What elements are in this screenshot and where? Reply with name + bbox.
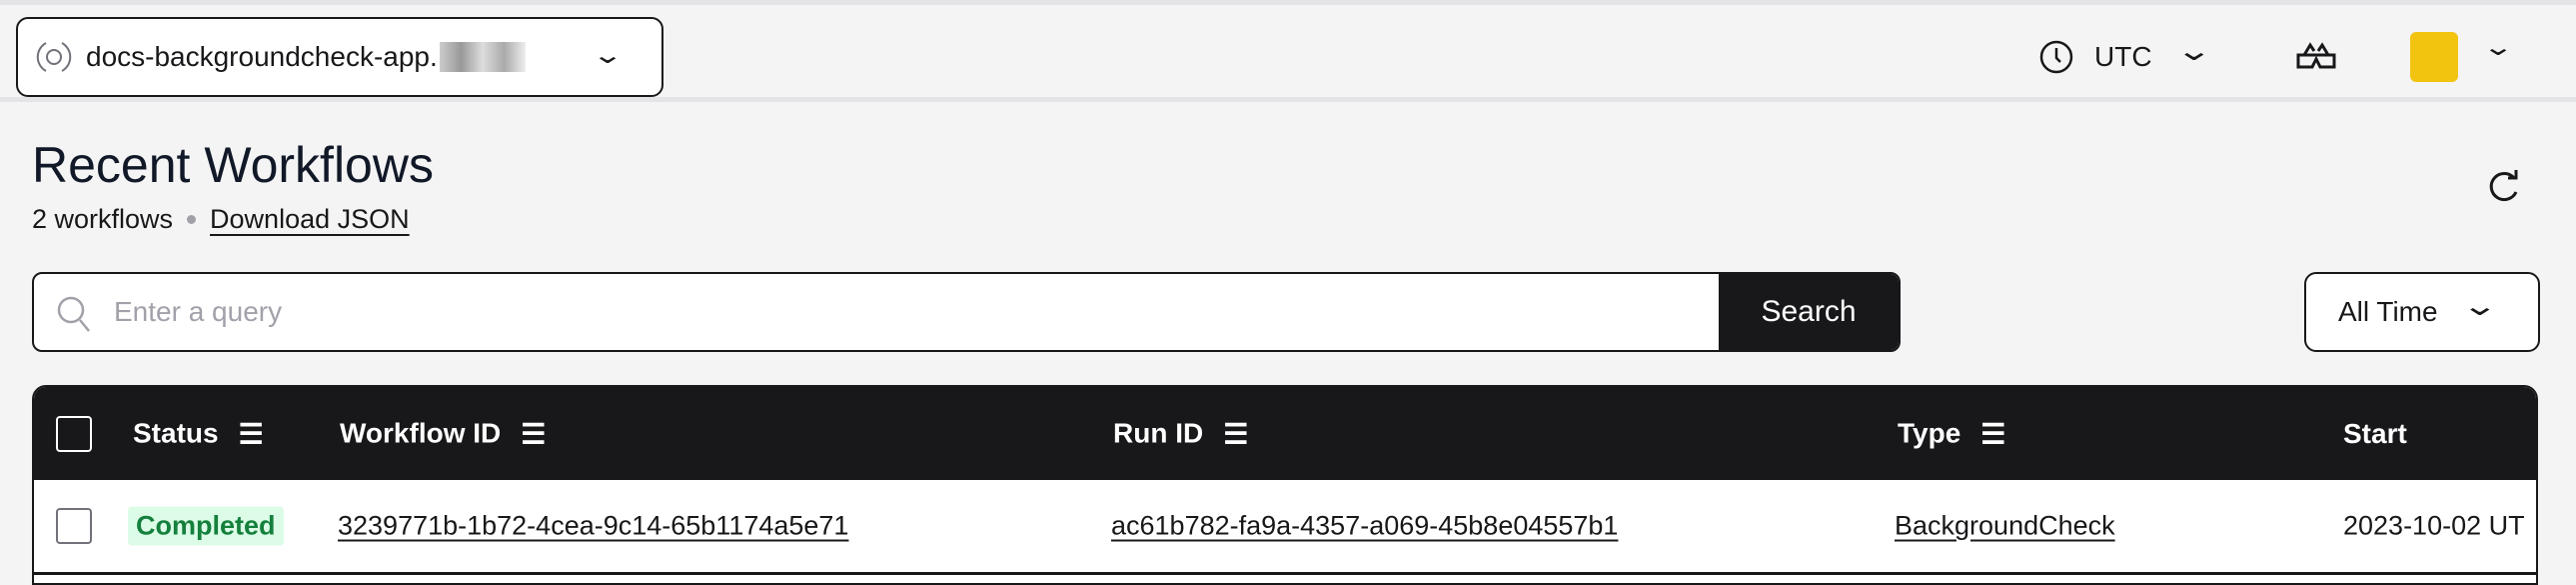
top-bar: docs-backgroundcheck-app. ⌄ UTC ⌄ ⌄ (0, 0, 2576, 102)
filter-icon[interactable]: ☰ (1223, 418, 1249, 449)
workflow-count: 2 workflows (32, 204, 174, 234)
avatar[interactable] (2410, 32, 2458, 82)
namespace-sync-icon (36, 42, 72, 72)
search-button[interactable]: Search (1719, 274, 1899, 350)
column-run-id[interactable]: Run ID☰ (1113, 417, 1249, 450)
clock-icon (2039, 40, 2073, 74)
column-type[interactable]: Type☰ (1898, 417, 2006, 450)
refresh-icon[interactable] (2486, 168, 2522, 208)
redacted-text (439, 42, 526, 72)
search-icon (57, 296, 90, 332)
timezone-selector[interactable]: UTC ⌄ (2038, 35, 2212, 75)
time-range-select[interactable]: All Time ⌄ (2304, 272, 2540, 352)
page-subtitle: 2 workflows Download JSON (32, 204, 410, 235)
workflow-id-link[interactable]: 3239771b-1b72-4cea-9c14-65b1174a5e71 (338, 510, 849, 541)
status-badge: Completed (128, 506, 284, 546)
time-range-label: All Time (2338, 296, 2438, 327)
table-header: Status☰ Workflow ID☰ Run ID☰ Type☰ Start (34, 387, 2536, 480)
search-input[interactable] (34, 274, 1719, 350)
column-start: Start (2343, 417, 2407, 449)
select-all-checkbox[interactable] (56, 415, 92, 452)
page-title: Recent Workflows (32, 137, 434, 193)
filter-icon[interactable]: ☰ (521, 418, 547, 449)
chevron-down-icon: ⌄ (2460, 289, 2499, 321)
filter-icon[interactable]: ☰ (1980, 418, 2006, 449)
namespace-name: docs-backgroundcheck-app. (86, 41, 438, 72)
table-row[interactable]: Completed 3239771b-1b72-4cea-9c14-65b117… (34, 480, 2536, 575)
column-status[interactable]: Status☰ (133, 417, 264, 450)
user-menu-chevron-icon[interactable]: ⌄ (2481, 34, 2515, 61)
chevron-down-icon: ⌄ (2174, 34, 2213, 66)
labs-glasses-icon[interactable] (2294, 41, 2338, 71)
run-id-link[interactable]: ac61b782-fa9a-4357-a069-45b8e04557b1 (1111, 510, 1619, 541)
separator-dot (187, 215, 197, 224)
type-link[interactable]: BackgroundCheck (1895, 510, 2115, 541)
row-checkbox[interactable] (56, 508, 92, 544)
download-json-link[interactable]: Download JSON (210, 204, 410, 234)
filter-icon[interactable]: ☰ (238, 418, 264, 449)
chevron-down-icon: ⌄ (591, 42, 625, 69)
start-time: 2023-10-02 UT (2343, 510, 2525, 541)
workflows-table: Status☰ Workflow ID☰ Run ID☰ Type☰ Start… (32, 385, 2538, 585)
search-bar: Search (32, 272, 1901, 352)
namespace-selector[interactable]: docs-backgroundcheck-app. ⌄ (16, 17, 663, 97)
timezone-label: UTC (2094, 41, 2152, 72)
column-workflow-id[interactable]: Workflow ID☰ (340, 417, 547, 450)
